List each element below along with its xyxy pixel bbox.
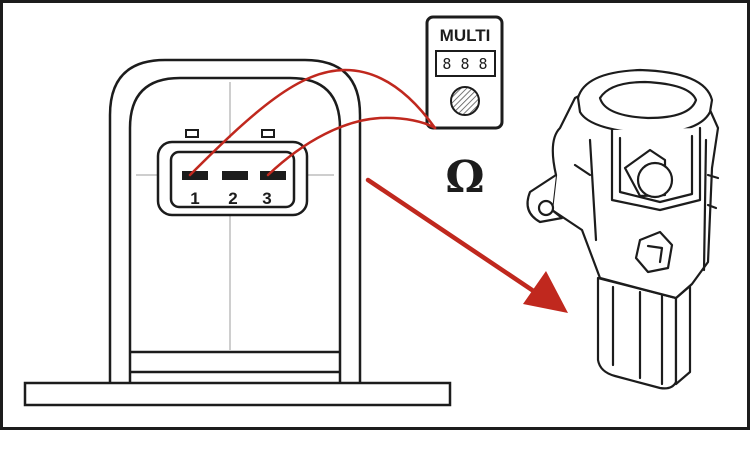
sensor-perspective-view [526,68,720,390]
test-leads [188,68,437,177]
connector-latch-right [261,129,275,138]
multimeter-display-digits: 8 8 8 [442,55,487,73]
pin-1-label: 1 [190,189,199,208]
pin-2 [222,171,248,180]
connector-inner-shell [169,150,296,209]
test-lead-pin-3 [266,116,437,177]
multimeter-dial-knob [450,86,480,116]
connector-latch-left [185,129,199,138]
sensor-inner-housing [128,76,342,382]
multimeter-title: MULTI [440,26,491,45]
pin-2-label: 2 [228,189,237,208]
multimeter: MULTI 8 8 8 [425,15,504,130]
center-guide-lines [136,82,334,350]
pin-3 [260,171,286,180]
sensor-outer-housing [108,58,362,382]
connector-pins [182,171,286,180]
sensor-front-view [23,58,452,407]
mounting-base [23,381,452,407]
multimeter-display [435,50,496,77]
test-lead-pin-1 [188,68,437,177]
pin-3-label: 3 [262,189,271,208]
connector-outer-shell [156,140,309,217]
connector [156,129,309,217]
pin-1 [182,171,208,180]
ohm-symbol: Ω [445,152,484,203]
direction-arrow [365,177,568,313]
